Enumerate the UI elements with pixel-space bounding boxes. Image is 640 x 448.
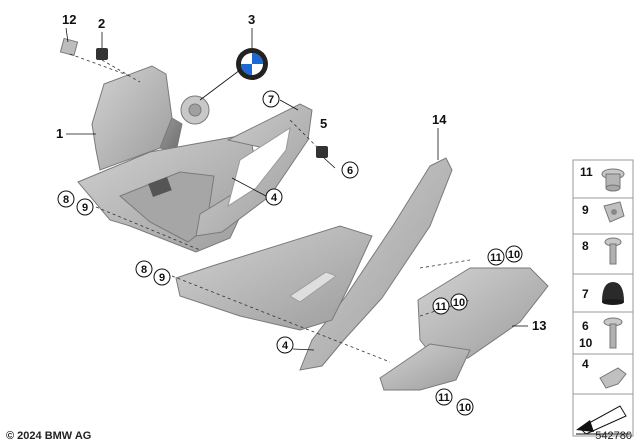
svg-text:11: 11 xyxy=(438,392,450,404)
callout-10-b: 10 xyxy=(450,293,468,311)
svg-text:11: 11 xyxy=(435,301,447,313)
fairing-part xyxy=(299,157,453,371)
svg-text:6: 6 xyxy=(347,165,353,177)
callout-13: 13 xyxy=(532,318,546,333)
callout-10-c: 10 xyxy=(456,398,474,416)
legend-panel: 11 9 8 7 6 10 4 xyxy=(572,159,634,437)
callout-12: 12 xyxy=(62,12,76,27)
callout-10-a: 10 xyxy=(505,245,523,263)
grommet-icon xyxy=(601,168,625,192)
svg-text:8: 8 xyxy=(63,194,69,206)
legend-label-8: 8 xyxy=(582,239,589,253)
lower-side-panel-part xyxy=(175,225,373,331)
callout-9-upper: 9 xyxy=(76,198,94,216)
bracket-frame-part xyxy=(195,103,313,237)
callout-8-lower: 8 xyxy=(135,260,153,278)
callout-2: 2 xyxy=(98,16,105,31)
svg-text:11: 11 xyxy=(490,252,502,264)
callout-4-lower: 4 xyxy=(276,336,294,354)
spring-clip-icon xyxy=(599,367,627,389)
svg-text:10: 10 xyxy=(459,402,471,414)
svg-text:4: 4 xyxy=(271,192,278,204)
legend-label-9: 9 xyxy=(582,203,589,217)
legend-label-11: 11 xyxy=(580,165,593,179)
legend-label-6: 6 xyxy=(582,319,589,333)
cover-panel-part xyxy=(91,65,210,171)
svg-text:9: 9 xyxy=(82,202,88,214)
callout-11-c: 11 xyxy=(435,388,453,406)
bmw-emblem-part xyxy=(236,48,268,80)
direction-arrow-icon xyxy=(576,405,630,435)
grommet-2-part xyxy=(96,48,108,60)
lower-cover-part xyxy=(379,267,549,391)
callout-8-upper: 8 xyxy=(57,190,75,208)
diagram-number: 542780 xyxy=(595,430,632,442)
legend-label-7: 7 xyxy=(582,287,589,301)
leaders xyxy=(65,27,528,351)
svg-text:7: 7 xyxy=(268,94,274,106)
legend-label-10: 10 xyxy=(579,336,593,350)
callout-7: 7 xyxy=(262,90,280,108)
callout-5: 5 xyxy=(320,116,327,131)
callout-3: 3 xyxy=(248,12,255,27)
copyright-text: © 2024 BMW AG xyxy=(6,430,92,442)
callout-9-lower: 9 xyxy=(153,268,171,286)
callout-4-upper: 4 xyxy=(265,188,283,206)
rubber-cap-icon xyxy=(602,282,624,305)
svg-text:10: 10 xyxy=(453,297,465,309)
svg-text:9: 9 xyxy=(159,272,165,284)
svg-text:4: 4 xyxy=(282,340,289,352)
clip-nut-12-part xyxy=(59,37,79,57)
callout-11-a: 11 xyxy=(487,248,505,266)
callout-14: 14 xyxy=(432,112,447,127)
svg-text:8: 8 xyxy=(141,264,147,276)
screw-washer-icon xyxy=(603,317,623,349)
svg-text:10: 10 xyxy=(508,249,520,261)
callout-1: 1 xyxy=(56,126,63,141)
clip-nut-icon xyxy=(603,201,625,223)
screw-icon xyxy=(604,237,622,265)
callout-6: 6 xyxy=(341,161,359,179)
callout-11-b: 11 xyxy=(432,297,450,315)
legend-label-4: 4 xyxy=(582,357,589,371)
